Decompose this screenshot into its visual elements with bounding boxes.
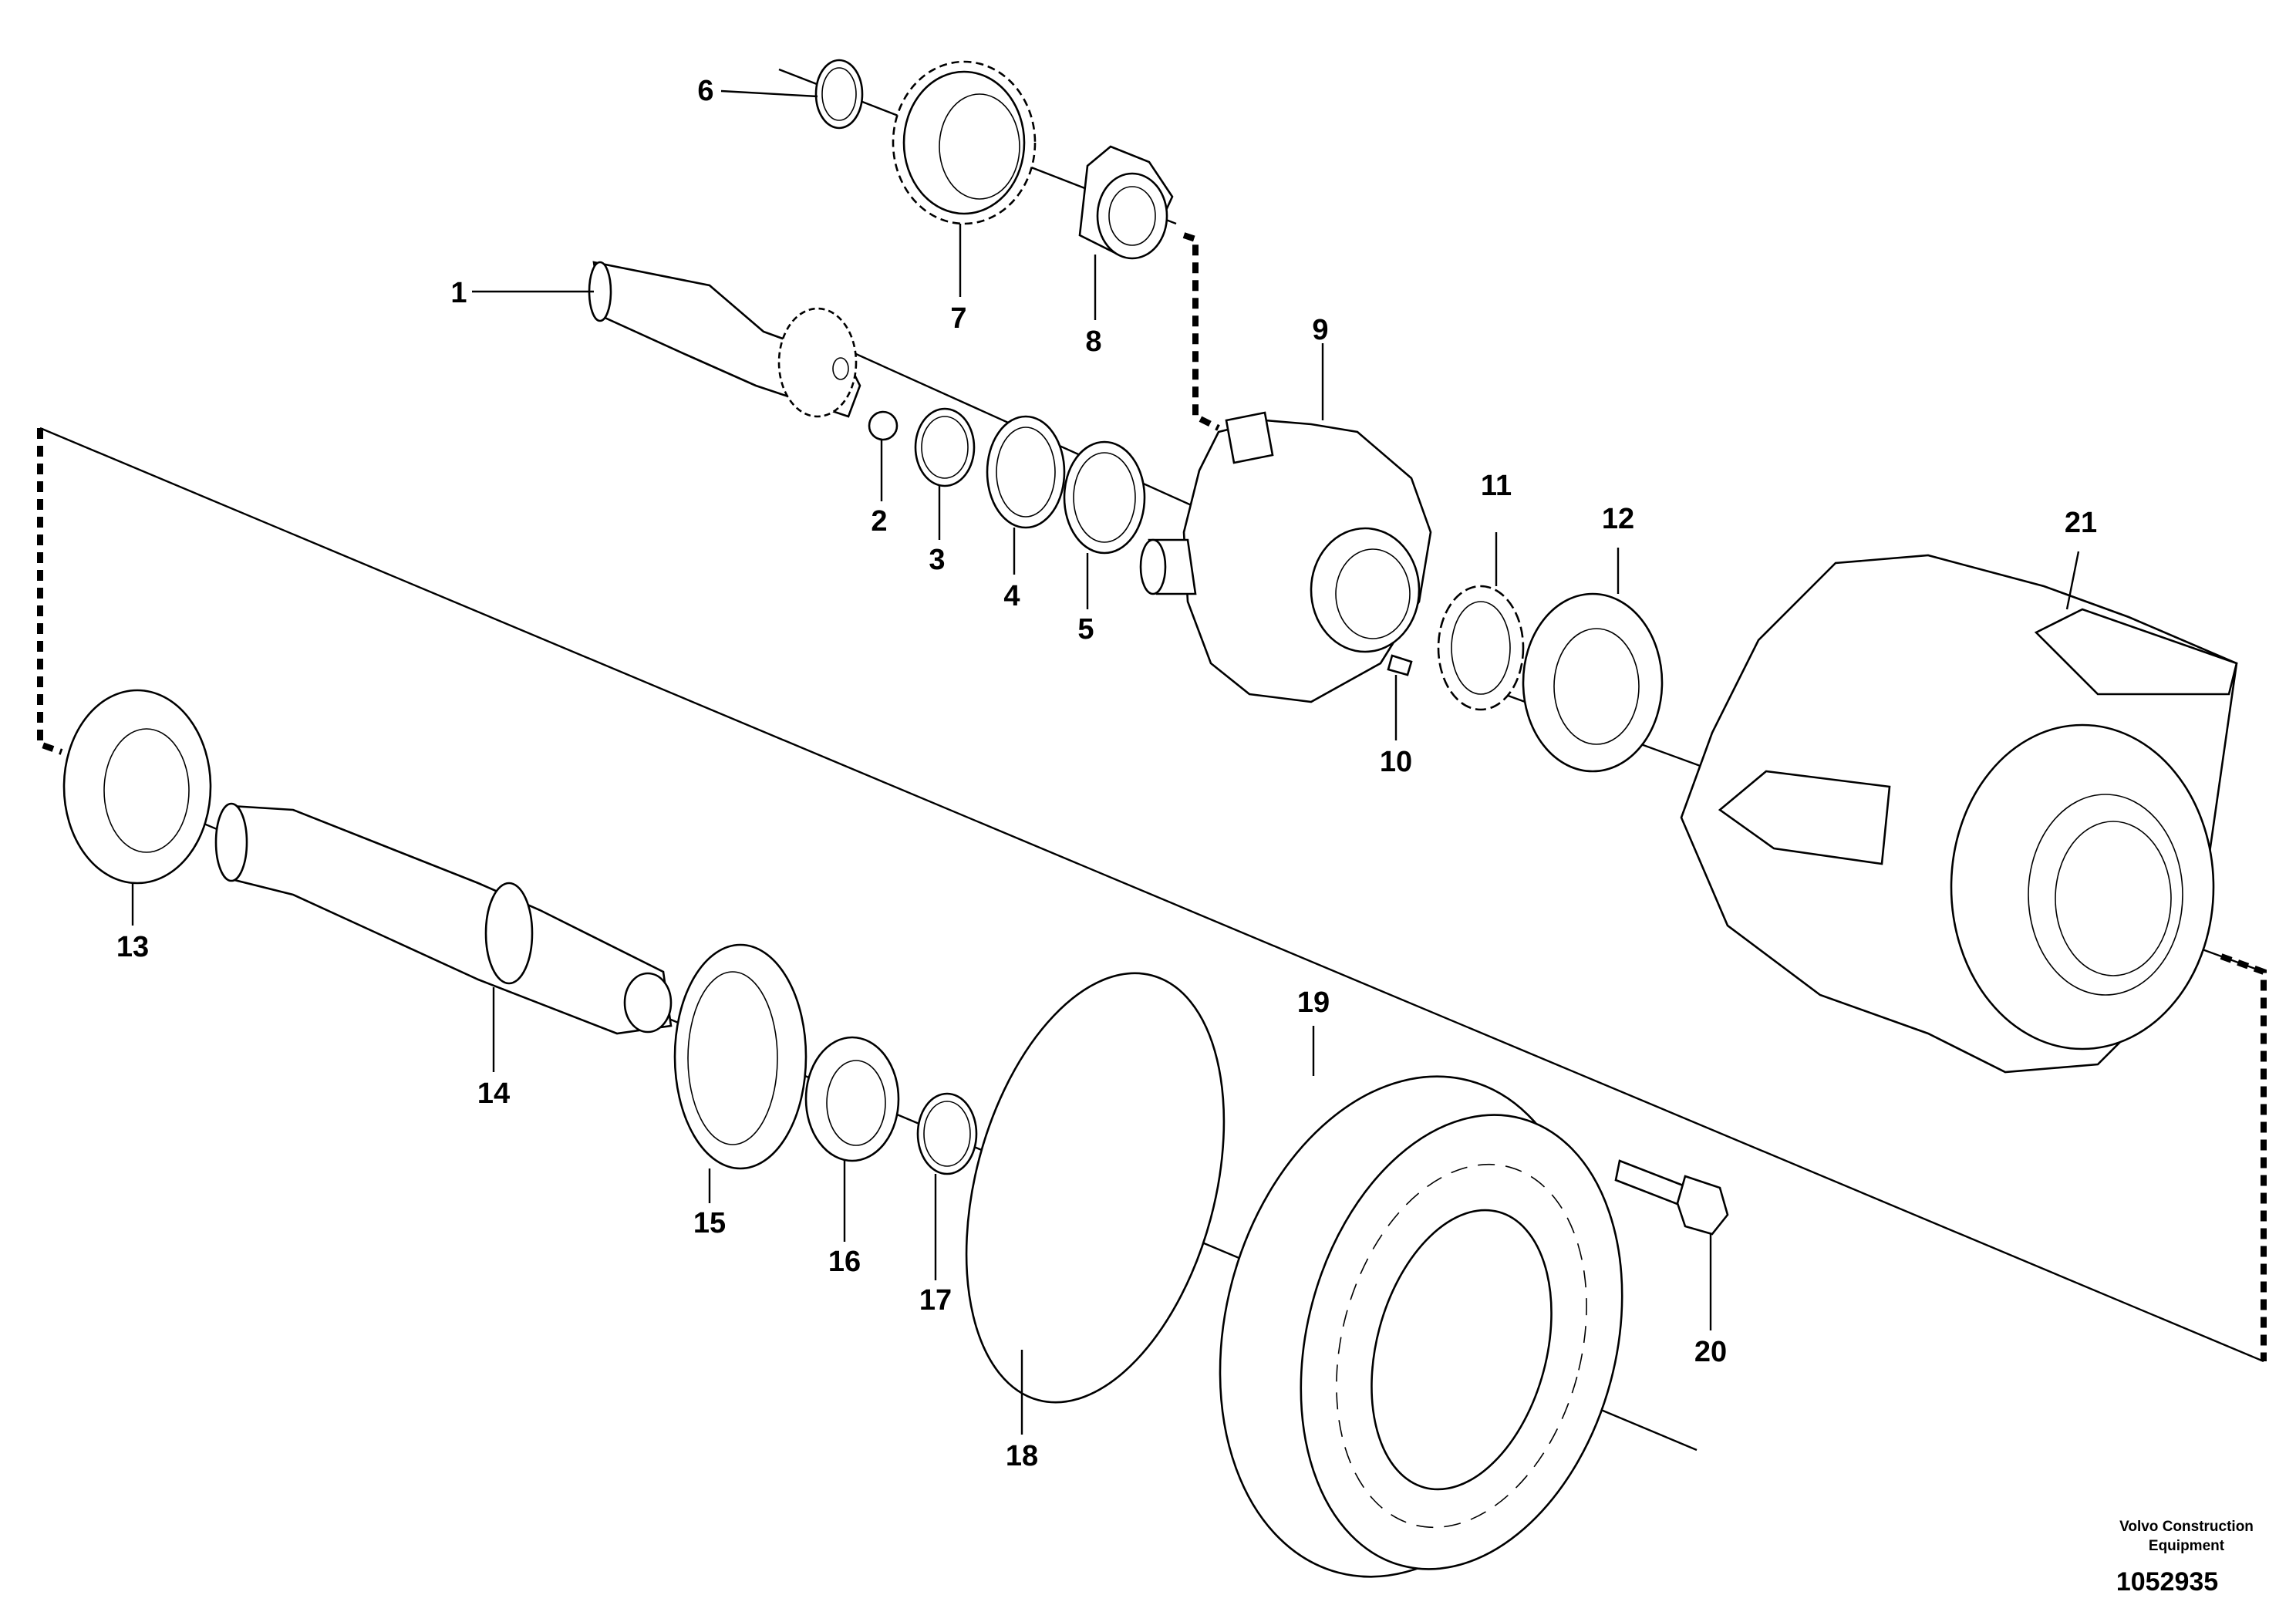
callout-2: 2 <box>871 505 887 538</box>
callout-4: 4 <box>1003 580 1020 612</box>
part-11-lock-nut <box>1437 585 1525 711</box>
part-8-bearing <box>1078 145 1174 260</box>
callout-1: 1 <box>450 277 467 309</box>
part-12-bearing <box>1522 592 1664 773</box>
part-1-pinion-shaft <box>588 261 861 418</box>
part-9-planet-carrier <box>1139 411 1432 703</box>
footer-block: Volvo Construction Equipment 1052935 <box>2116 1519 2254 1597</box>
part-2-spacer <box>868 410 899 441</box>
part-21-hub-housing <box>1680 554 2238 1074</box>
callout-7: 7 <box>950 302 966 335</box>
part-10-pin <box>1387 654 1413 676</box>
part-15-seal <box>673 943 807 1170</box>
part-7-gear <box>892 60 1037 225</box>
callout-8: 8 <box>1085 325 1101 358</box>
part-20-bolt <box>1614 1159 1729 1236</box>
callout-10: 10 <box>1380 746 1412 778</box>
callout-11: 11 <box>1481 470 1512 502</box>
callout-16: 16 <box>828 1246 861 1278</box>
callout-6: 6 <box>697 75 713 107</box>
callout-14: 14 <box>477 1077 510 1110</box>
callout-5: 5 <box>1077 613 1094 646</box>
part-16-washer <box>804 1036 900 1162</box>
brand-line-1: Volvo Construction <box>2119 1519 2254 1535</box>
callout-3: 3 <box>929 544 945 576</box>
part-19-ring-gear <box>1219 1075 1623 1578</box>
brand-line-2: Equipment <box>2149 1538 2225 1554</box>
callout-20: 20 <box>1694 1336 1727 1368</box>
part-6-snap-ring <box>814 59 864 130</box>
callout-13: 13 <box>116 931 149 963</box>
callout-15: 15 <box>693 1207 726 1239</box>
document-number: 1052935 <box>2116 1567 2218 1597</box>
part-4-washer <box>986 415 1066 529</box>
part-5-washer <box>1063 440 1146 555</box>
callout-21: 21 <box>2065 507 2097 539</box>
part-3-snap-ring <box>914 407 976 487</box>
part-14-output-shaft <box>214 802 673 1035</box>
part-13-seal <box>62 689 212 885</box>
callout-labels: 1 2 3 4 5 6 7 8 9 10 11 12 13 14 15 16 1… <box>116 75 2097 1472</box>
callout-17: 17 <box>919 1284 952 1317</box>
callout-9: 9 <box>1312 314 1328 346</box>
part-18-o-ring <box>965 972 1226 1404</box>
leader-lines <box>131 89 2080 1435</box>
callout-19: 19 <box>1297 986 1330 1019</box>
part-17-snap-ring <box>916 1092 978 1175</box>
callout-18: 18 <box>1006 1440 1038 1472</box>
callout-12: 12 <box>1602 503 1634 535</box>
